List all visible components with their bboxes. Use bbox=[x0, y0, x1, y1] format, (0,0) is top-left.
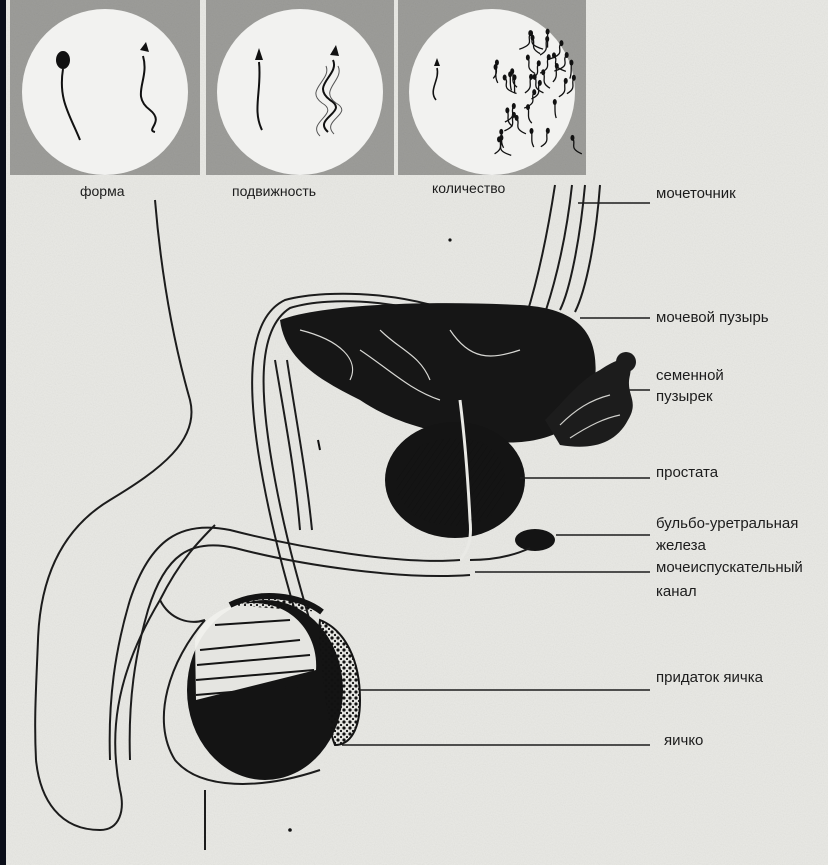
panel-kolichestvo bbox=[398, 0, 586, 175]
panel-forma bbox=[10, 0, 200, 175]
label-prostate: простата bbox=[656, 463, 718, 482]
caption-forma: форма bbox=[80, 182, 125, 201]
label-bulbourethral-line1: бульбо-уретральная bbox=[656, 514, 798, 533]
caption-kolichestvo: количество bbox=[432, 179, 505, 198]
label-bladder: мочевой пузырь bbox=[656, 308, 769, 327]
label-ureter: мочеточник bbox=[656, 184, 736, 203]
label-testis: яичко bbox=[664, 731, 703, 750]
label-seminal-vesicle-line1: семенной bbox=[656, 366, 724, 385]
bulbourethral-gland bbox=[515, 529, 555, 551]
label-bulbourethral-line2: железа bbox=[656, 536, 706, 555]
label-epididymis: придаток яичка bbox=[656, 668, 763, 687]
caption-podvizhnost: подвижность bbox=[232, 182, 316, 201]
label-urethra-line1: мочеиспускательный bbox=[656, 558, 803, 577]
panel-podvizhnost bbox=[206, 0, 394, 175]
label-urethra-line2: канал bbox=[656, 582, 697, 601]
label-seminal-vesicle-line2: пузырек bbox=[656, 387, 713, 406]
prostate bbox=[385, 422, 525, 538]
left-border bbox=[0, 0, 6, 865]
